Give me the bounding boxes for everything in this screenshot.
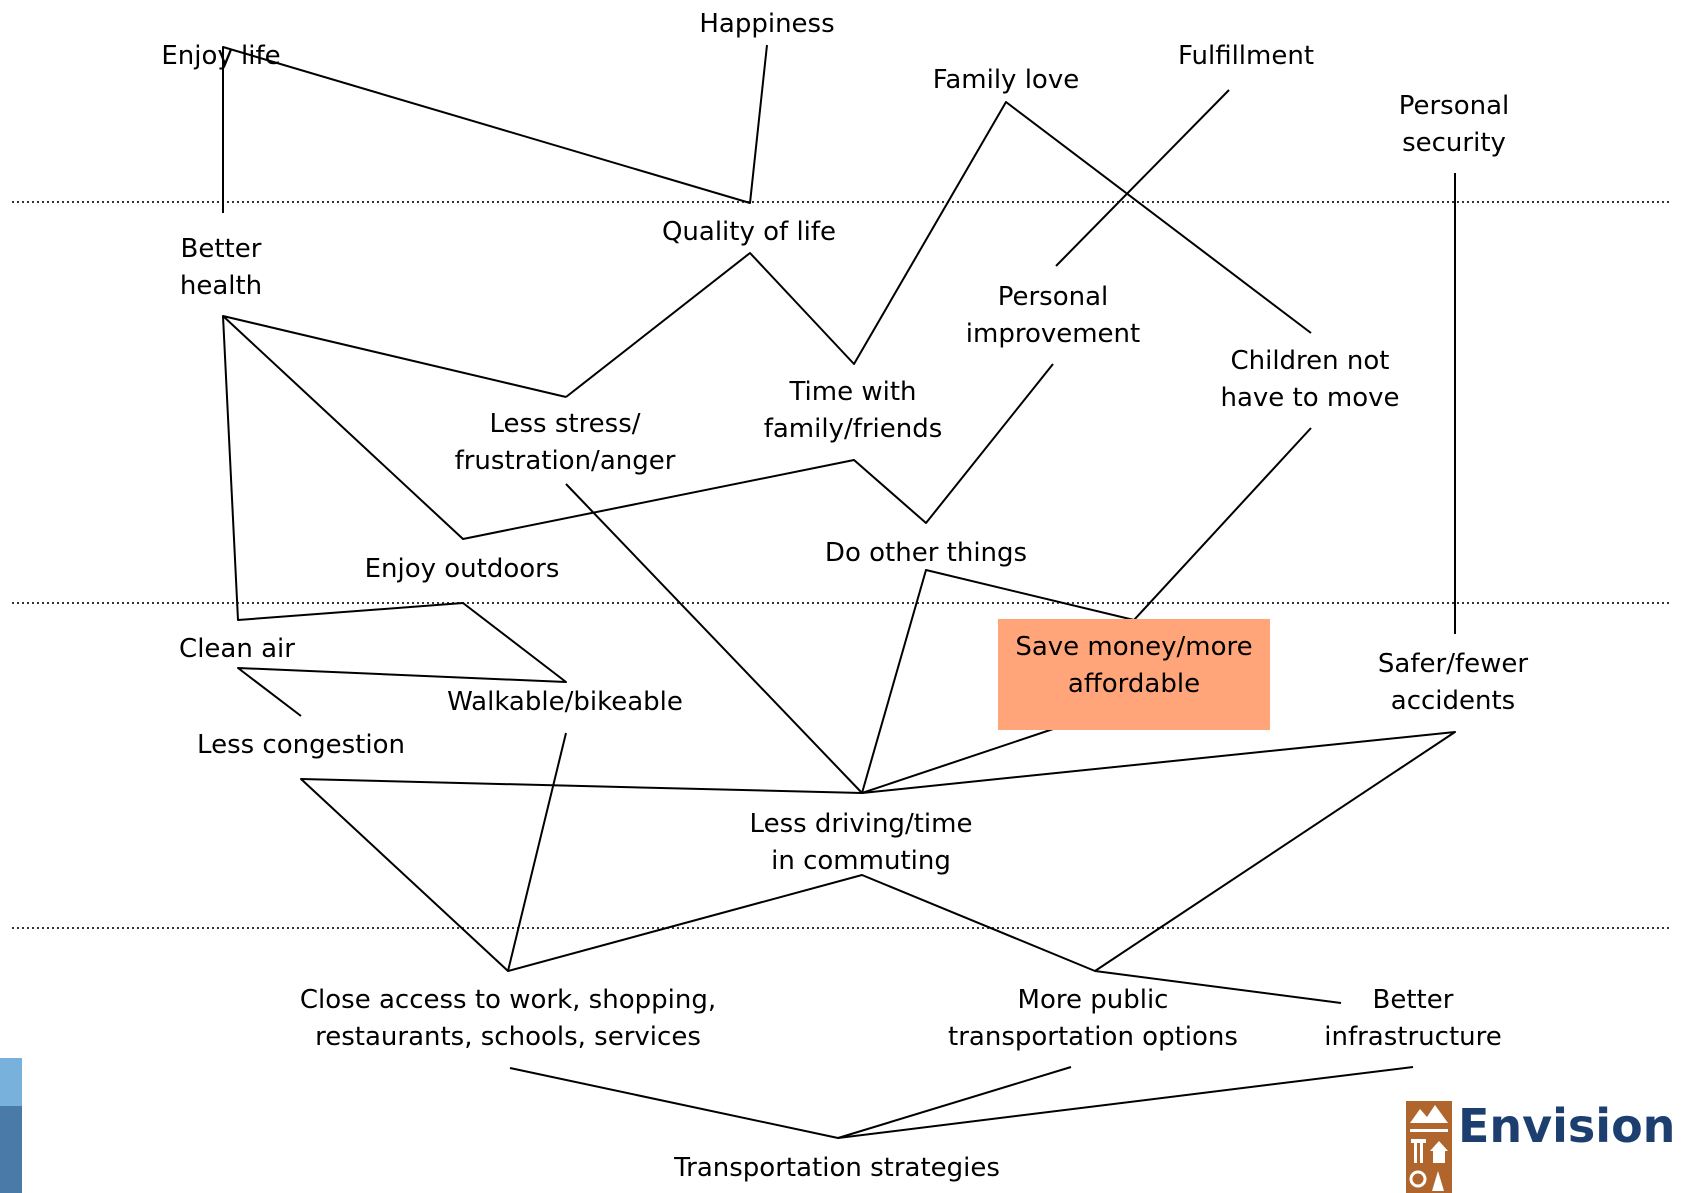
node-enjoy-life: Enjoy life <box>161 41 281 71</box>
node-transportation-strategies: Transportation strategies <box>674 1153 1000 1183</box>
node-do-other-things: Do other things <box>824 538 1028 568</box>
link <box>222 44 768 213</box>
node-less-congestion: Less congestion <box>197 730 405 760</box>
node-clean-air: Clean air <box>179 634 295 664</box>
node-enjoy-outdoors: Enjoy outdoors <box>364 554 560 584</box>
link <box>509 1066 1072 1139</box>
link <box>222 315 567 717</box>
node-safer: Safer/fewer accidents <box>1377 649 1529 716</box>
node-better-health: Better health <box>179 234 263 301</box>
node-family-love: Family love <box>932 65 1080 95</box>
node-personal-security: Personal security <box>1398 91 1510 158</box>
link <box>565 101 1312 398</box>
logo-wordmark: Envision Utah <box>1458 1099 1690 1153</box>
envision-utah-logo: Envision Utah <box>1398 1097 1690 1193</box>
slide-edge-accent-dark <box>0 1106 22 1193</box>
link <box>222 315 1054 540</box>
node-walkable: Walkable/bikeable <box>447 687 683 717</box>
logo-mark-icon <box>1406 1101 1452 1193</box>
link <box>300 569 1135 972</box>
link <box>507 874 1342 1004</box>
link <box>861 731 1456 972</box>
node-time-with-family: Time with family/friends <box>763 377 943 444</box>
link <box>1133 427 1312 621</box>
node-children-not-move: Children not have to move <box>1220 346 1400 413</box>
node-public-transport: More public transportation options <box>948 985 1238 1052</box>
node-save-money: Save money/more affordable <box>998 619 1270 730</box>
node-less-driving: Less driving/time in commuting <box>749 809 973 876</box>
node-better-infrastructure: Better infrastructure <box>1324 985 1502 1052</box>
node-personal-improvement: Personal improvement <box>965 282 1141 349</box>
node-fulfillment: Fulfillment <box>1177 41 1315 71</box>
node-happiness: Happiness <box>699 9 835 39</box>
node-less-stress: Less stress/ frustration/anger <box>454 409 676 476</box>
link <box>1055 89 1230 267</box>
link <box>837 1066 1414 1139</box>
slide-edge-accent-light <box>0 1058 22 1106</box>
node-quality-of-life: Quality of life <box>661 217 837 247</box>
node-close-access: Close access to work, shopping, restaura… <box>299 985 717 1052</box>
